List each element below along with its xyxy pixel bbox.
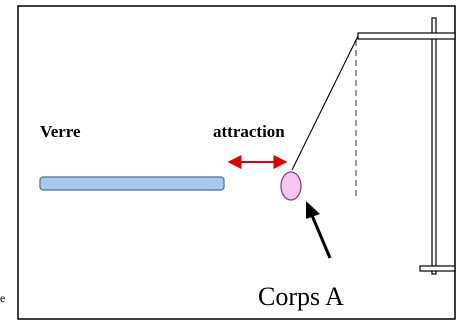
body-a xyxy=(280,171,302,201)
pendulum-stand xyxy=(357,17,456,275)
arrow-icon xyxy=(306,201,332,259)
pendulum-thread xyxy=(291,35,359,171)
figure-frame xyxy=(17,5,456,320)
stand-base xyxy=(419,265,456,272)
stand-post xyxy=(431,17,437,275)
label-verre: Verre xyxy=(40,122,81,141)
glass-rod xyxy=(39,176,225,191)
label-attraction: attraction xyxy=(213,122,285,141)
label-corps-a: Corps A xyxy=(258,282,344,311)
edge-letter: e xyxy=(0,291,5,305)
stand-crossbar xyxy=(357,32,456,40)
